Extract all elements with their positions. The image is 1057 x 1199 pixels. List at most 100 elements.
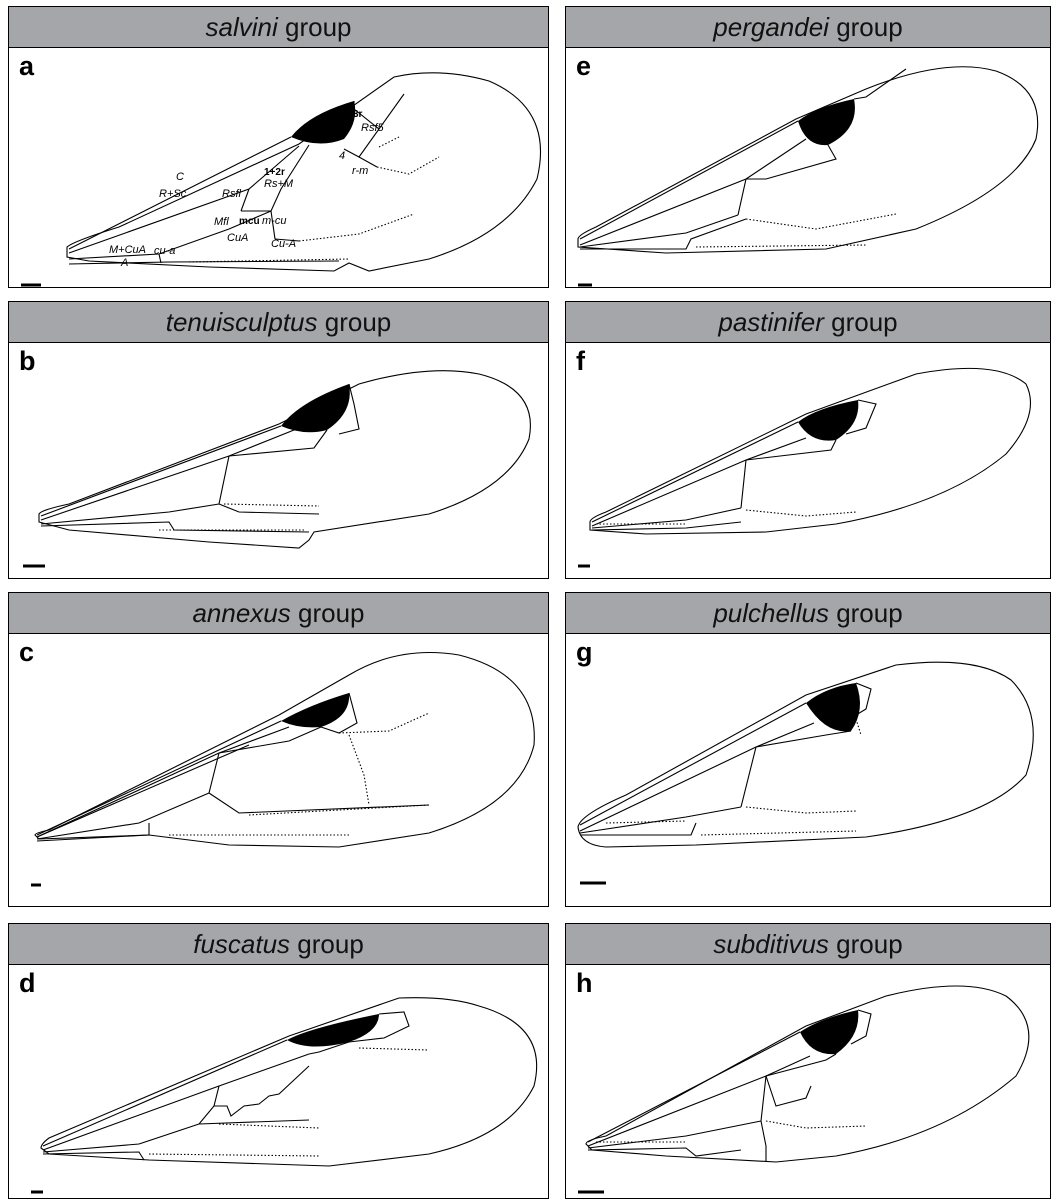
- vein-rsfl: [741, 747, 756, 807]
- vein-m: [209, 793, 429, 813]
- vein-label-r-sc: R+Sc: [159, 188, 187, 200]
- panel-g: pulchellus group g: [565, 592, 1051, 907]
- panel-c: annexus group c: [8, 592, 549, 907]
- vein-rs: [746, 145, 836, 179]
- vein-rs: [756, 731, 851, 747]
- species-name: annexus: [192, 598, 290, 629]
- vein-spurious-1: [856, 719, 861, 735]
- vein-spurious-3: [299, 214, 414, 241]
- vein-c: [41, 426, 281, 516]
- stigma: [806, 683, 860, 731]
- vein-label-mcu: mcu: [239, 216, 260, 227]
- vein-label-m-cua: M+CuA: [109, 244, 146, 256]
- panel-header: pergandei group: [566, 7, 1050, 48]
- species-name: salvini: [206, 12, 278, 43]
- vein-a: [580, 219, 746, 249]
- vein-label-3r: 3r: [353, 109, 363, 120]
- wing-drawing: [9, 344, 549, 579]
- wing-drawing: [566, 635, 1051, 907]
- vein-c: [43, 1040, 287, 1146]
- vein-label-cua: CuA: [227, 232, 248, 244]
- panel-f: pastinifer group f: [565, 301, 1051, 579]
- vein-rsfl: [741, 460, 746, 508]
- vein-spurious-1: [359, 1048, 429, 1050]
- panel-h: subditivus group h: [565, 923, 1051, 1199]
- vein-m: [766, 1076, 811, 1106]
- vein-rsfl: [219, 456, 229, 504]
- vein-spurious-3: [149, 1154, 319, 1156]
- vein-r: [580, 139, 806, 245]
- group-word: group: [325, 307, 392, 338]
- wing-outline: [578, 662, 1033, 847]
- stigma: [800, 1010, 858, 1054]
- panel-e: pergandei group e: [565, 6, 1051, 288]
- vein-label-m-cu: m-cu: [262, 215, 286, 227]
- group-word: group: [836, 929, 903, 960]
- group-word: group: [836, 12, 903, 43]
- group-word: group: [831, 307, 898, 338]
- species-name: tenuisculptus: [166, 307, 318, 338]
- wing-outline: [578, 67, 1038, 253]
- panel-b: tenuisculptus group b: [8, 301, 549, 579]
- vein-spurious-2: [379, 137, 399, 147]
- vein-spurious-2: [349, 735, 369, 805]
- vein-r: [588, 1056, 810, 1146]
- species-name: subditivus: [713, 929, 829, 960]
- panel-header: subditivus group: [566, 924, 1050, 965]
- species-name: pergandei: [713, 12, 829, 43]
- vein-rs: [219, 727, 321, 753]
- vein-label-rsf5: Rsf5: [361, 122, 385, 134]
- vein-label-rs-m: Rs+M: [264, 178, 294, 190]
- vein-rsfl: [209, 753, 219, 793]
- panel-header: pastinifer group: [566, 302, 1050, 343]
- vein-cross: [214, 1066, 309, 1116]
- panel-header: annexus group: [9, 593, 548, 634]
- vein-c: [580, 703, 806, 825]
- vein-label-r-m: r-m: [352, 165, 368, 177]
- panel-header: fuscatus group: [9, 924, 548, 965]
- vein-m2: [761, 1121, 766, 1162]
- vein-spurious: [224, 504, 319, 506]
- wing-outline: [35, 653, 534, 848]
- wing-outline: [39, 371, 530, 548]
- vein-label-1-2r: 1+2r: [264, 167, 285, 178]
- vein-spurious-4: [701, 831, 856, 835]
- vein-spurious-1: [746, 214, 896, 229]
- wing-outline: [586, 986, 1029, 1162]
- wing-outline: [67, 73, 541, 271]
- vein-label-cu-a: cu-a: [154, 245, 175, 257]
- vein-spurious-1: [766, 1121, 866, 1128]
- wing-drawing: [9, 966, 549, 1199]
- vein-m: [219, 504, 319, 514]
- vein-cua: [588, 1121, 761, 1148]
- wing-drawing: [566, 344, 1051, 579]
- vein-cua: [43, 1124, 199, 1152]
- vein-rsfl: [738, 179, 746, 215]
- group-word: group: [297, 929, 364, 960]
- group-word: group: [298, 598, 365, 629]
- wing-outline: [41, 998, 537, 1166]
- vein-rs: [229, 430, 327, 456]
- vein-c: [592, 422, 798, 522]
- vein-spurious-1: [339, 713, 429, 733]
- stigma: [287, 1014, 379, 1047]
- wing-drawing: [566, 49, 1051, 288]
- stigma: [281, 693, 349, 727]
- stigma: [281, 384, 350, 432]
- vein-c: [588, 1032, 800, 1142]
- vein-c: [580, 121, 798, 239]
- vein-rs: [766, 1054, 836, 1076]
- species-name: pastinifer: [718, 307, 824, 338]
- wing-drawing: [9, 635, 549, 907]
- group-word: group: [285, 12, 352, 43]
- panel-d: fuscatus group d: [8, 923, 549, 1199]
- vein-label-mfl: Mfl: [214, 216, 229, 228]
- vein-label-a: A: [120, 257, 128, 269]
- vein-rsfl: [761, 1076, 766, 1121]
- species-name: fuscatus: [193, 929, 290, 960]
- panel-header: salvini group: [9, 7, 548, 48]
- vein-label-rsfl: Rsfl: [222, 188, 242, 200]
- vein-spurious-2: [219, 1124, 319, 1128]
- panel-header: pulchellus group: [566, 593, 1050, 634]
- vein-cua: [41, 504, 219, 524]
